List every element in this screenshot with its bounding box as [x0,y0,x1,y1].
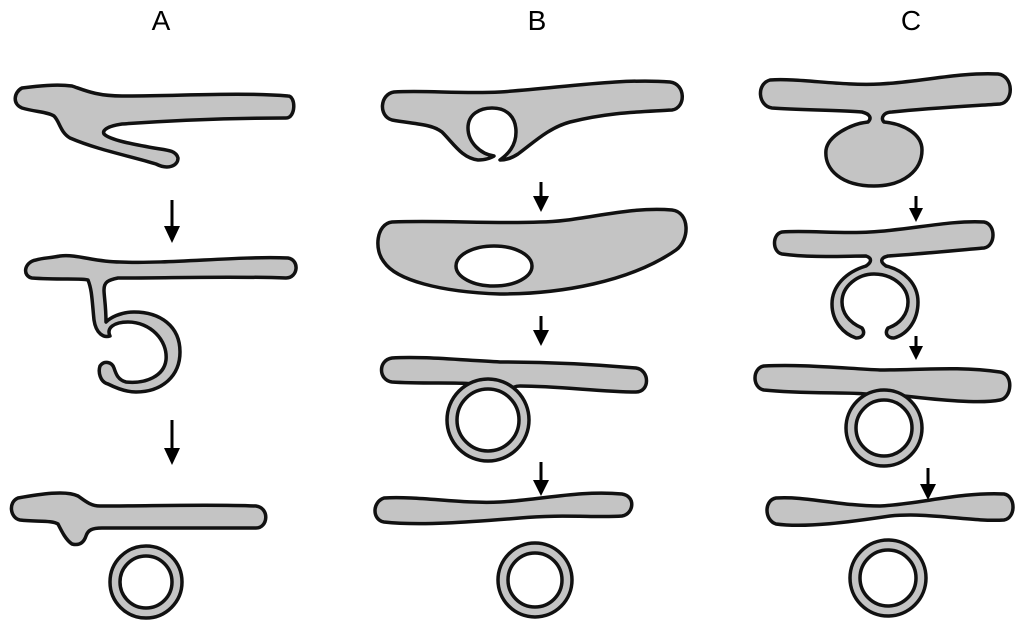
b-step2-cavity [454,244,534,288]
column-a [9,83,298,620]
b-step3-sheet [379,355,649,400]
b-arrow-1 [533,182,549,212]
b-step1-sheet-with-pocket [380,79,684,162]
c-step1-sheet-with-thickening [758,71,1012,188]
b-step4-tube-lumen [506,551,564,609]
b-step4-sheet [373,491,634,526]
a-step1-folding-sheet [13,83,296,169]
b-step3-budding-tube-group [379,355,649,463]
column-label-b: B [528,5,547,36]
a-step3-closed-sheet [9,491,268,547]
a-arrow-1 [164,200,180,243]
c-arrow-1 [909,196,923,222]
c-step4-tube-lumen [858,548,918,608]
b-arrow-2 [533,316,549,346]
column-b [373,79,688,619]
b-arrow-3 [533,462,549,496]
c-step3-sheet [753,363,1012,408]
b-step3-tube-lumen [455,387,521,453]
c-step3-tube-lumen [854,398,914,458]
c-step3-budding-tube-group [753,363,1012,468]
c-arrow-2 [909,336,923,360]
a-step2-curling-sheet [23,253,298,394]
column-c [753,71,1015,618]
c-step2-sheet-with-ring [772,219,995,340]
a-arrow-2 [164,420,180,465]
column-label-c: C [901,5,921,36]
b-step2-sheet-with-cavity [376,207,688,296]
c-step4-sheet [765,492,1015,528]
column-label-a: A [152,5,171,36]
c-arrow-3 [920,468,936,500]
a-step3-tube-lumen [118,554,174,610]
